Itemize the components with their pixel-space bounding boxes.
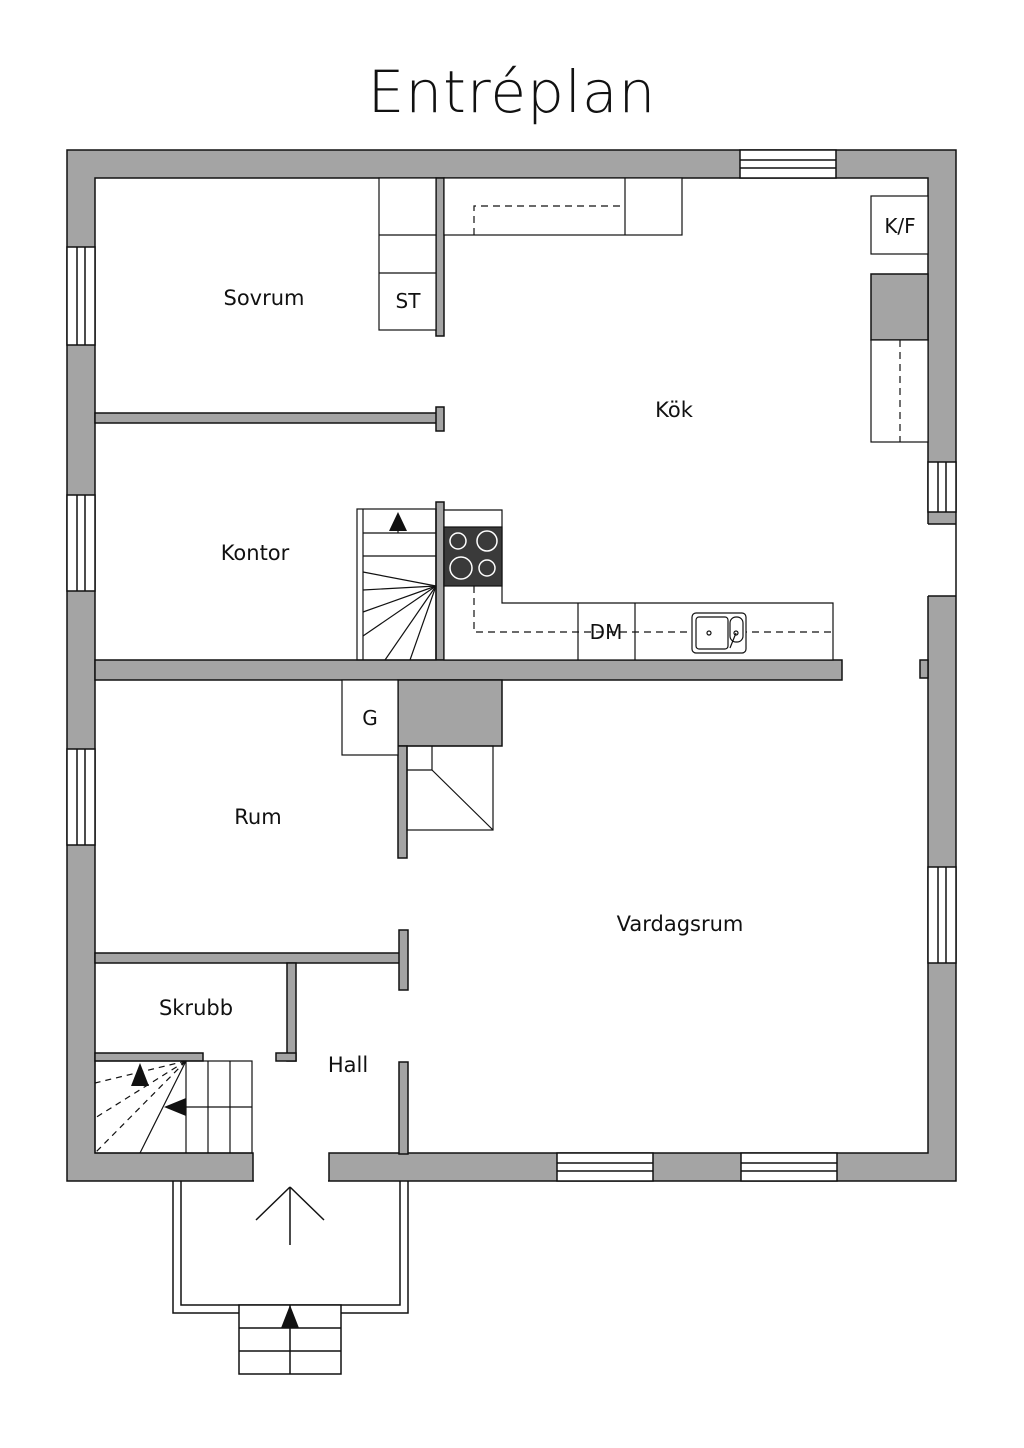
window-top-kitchen	[739, 149, 837, 179]
window-right-kitchen	[927, 461, 957, 513]
stairs-kontor	[356, 508, 437, 661]
entrance-opening	[254, 1152, 328, 1182]
fixture-label-st: ST	[396, 289, 422, 313]
fixture-label-g: G	[362, 706, 378, 730]
stairs-skrubb	[94, 1060, 253, 1154]
room-label-kontor: Kontor	[221, 541, 290, 565]
room-label-rum: Rum	[234, 805, 281, 829]
window-bottom-2	[740, 1152, 838, 1182]
sink-icon	[691, 612, 747, 654]
room-label-kok: Kök	[655, 398, 694, 422]
window-left-sovrum	[66, 246, 96, 346]
plan-title: Entréplan	[367, 58, 657, 126]
room-label-sovrum: Sovrum	[223, 286, 304, 310]
fixture-label-kf: K/F	[884, 214, 915, 238]
room-label-hall: Hall	[328, 1053, 368, 1077]
window-bottom-1	[556, 1152, 654, 1182]
cooktop-icon	[443, 526, 503, 587]
stairs-cellar	[406, 745, 494, 831]
windows	[66, 149, 957, 1182]
window-right-vardagsrum	[927, 866, 957, 964]
fixture-label-dm: DM	[590, 620, 623, 644]
entrance-porch	[172, 1181, 409, 1375]
window-left-kontor	[66, 494, 96, 592]
right-door-opening	[919, 523, 957, 679]
interior-walls	[94, 177, 929, 1155]
room-label-vardagsrum: Vardagsrum	[617, 912, 744, 936]
window-left-rum	[66, 748, 96, 846]
room-label-skrubb: Skrubb	[159, 996, 233, 1020]
